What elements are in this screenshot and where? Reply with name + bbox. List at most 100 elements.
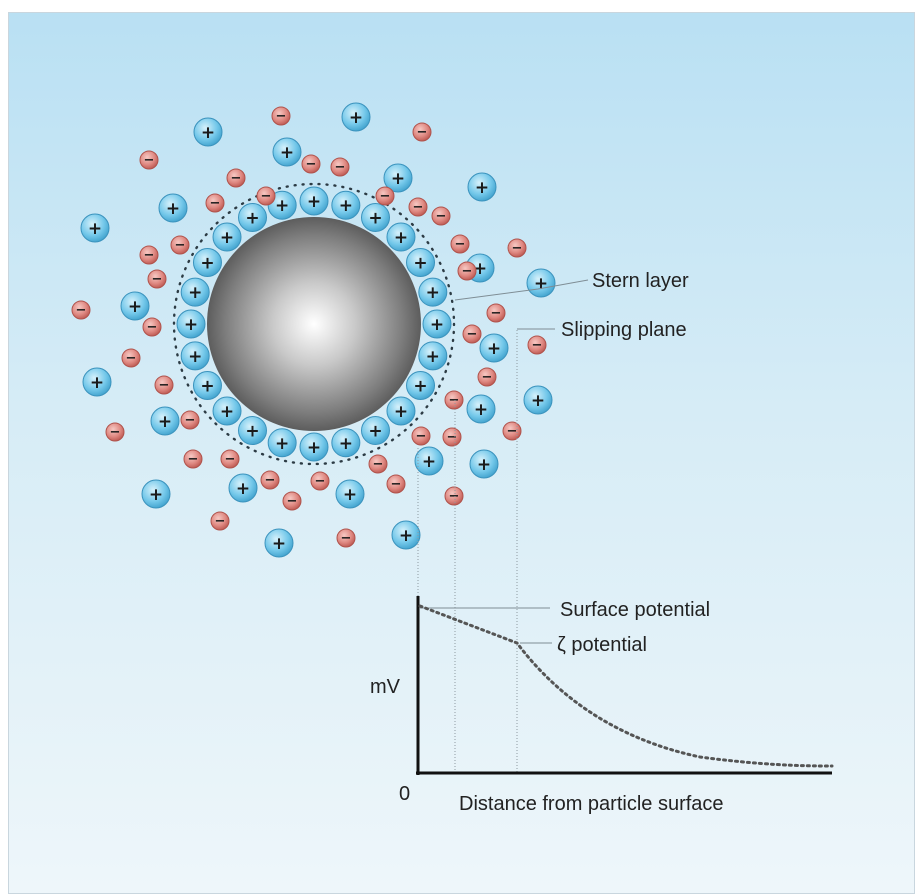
svg-text:+: + [245, 208, 259, 228]
svg-text:−: − [341, 531, 352, 546]
minus-ion-icon: − [271, 106, 291, 126]
svg-text:+: + [368, 208, 382, 228]
svg-text:+: + [349, 108, 363, 128]
plus-ion-icon: + [180, 341, 210, 371]
plus-ion-icon: + [176, 309, 206, 339]
plus-ion-icon: + [80, 213, 110, 243]
svg-text:+: + [201, 123, 215, 143]
minus-ion-icon: − [71, 300, 91, 320]
minus-ion-icon: − [444, 486, 464, 506]
svg-text:+: + [426, 347, 440, 367]
svg-text:+: + [220, 402, 234, 422]
minus-ion-icon: − [170, 235, 190, 255]
svg-text:+: + [200, 377, 214, 397]
svg-text:−: − [491, 306, 502, 321]
svg-text:−: − [215, 514, 226, 529]
svg-text:−: − [507, 424, 518, 439]
svg-text:+: + [339, 196, 353, 216]
slipping-plane-label: Slipping plane [561, 319, 687, 341]
minus-ion-icon: − [477, 367, 497, 387]
plus-ion-icon: + [526, 268, 556, 298]
svg-text:+: + [275, 196, 289, 216]
svg-text:−: − [436, 209, 447, 224]
svg-text:+: + [426, 283, 440, 303]
plus-ion-icon: + [386, 222, 416, 252]
minus-ion-icon: − [450, 234, 470, 254]
svg-text:+: + [430, 315, 444, 335]
minus-ion-icon: − [310, 471, 330, 491]
plus-ion-icon: + [361, 416, 390, 446]
svg-text:−: − [455, 237, 466, 252]
plus-ion-icon: + [141, 479, 171, 509]
stern-layer-label: Stern layer [592, 270, 689, 292]
minus-ion-icon: − [386, 474, 406, 494]
minus-ion-icon: − [375, 186, 395, 206]
svg-text:+: + [149, 485, 163, 505]
minus-ion-icon: − [442, 427, 462, 447]
svg-text:−: − [144, 248, 155, 263]
plus-ion-icon: + [331, 428, 361, 458]
svg-text:+: + [188, 283, 202, 303]
plus-ion-icon: + [120, 291, 150, 321]
minus-ion-icon: − [527, 335, 547, 355]
svg-text:+: + [394, 402, 408, 422]
plus-ion-icon: + [158, 193, 188, 223]
plus-ion-icon: + [238, 416, 267, 446]
svg-text:+: + [391, 169, 405, 189]
minus-ion-icon: − [411, 426, 431, 446]
svg-text:+: + [413, 377, 427, 397]
svg-text:+: + [275, 434, 289, 454]
plus-ion-icon: + [414, 446, 444, 476]
svg-text:+: + [399, 526, 413, 546]
svg-text:+: + [534, 274, 548, 294]
svg-text:−: − [482, 370, 493, 385]
potential-curve [418, 604, 834, 768]
minus-ion-icon: − [301, 154, 321, 174]
minus-ion-icon: − [282, 491, 302, 511]
svg-text:+: + [413, 254, 427, 274]
svg-text:+: + [128, 297, 142, 317]
plus-ion-icon: + [192, 248, 222, 277]
sphere-icon [207, 217, 421, 431]
minus-ion-icon: − [507, 238, 527, 258]
svg-text:+: + [88, 219, 102, 239]
minus-ion-icon: − [226, 168, 246, 188]
minus-ion-icon: − [256, 186, 276, 206]
svg-text:−: − [447, 430, 458, 445]
plus-ion-icon: + [331, 190, 361, 220]
plus-ion-icon: + [523, 385, 553, 415]
plus-ion-icon: + [466, 394, 496, 424]
minus-ion-icon: − [139, 245, 159, 265]
slipping-plane-boundary [172, 182, 456, 466]
minus-ion-icon: − [486, 303, 506, 323]
svg-text:−: − [335, 160, 346, 175]
svg-text:−: − [144, 153, 155, 168]
svg-text:−: − [315, 474, 326, 489]
svg-text:−: − [417, 125, 428, 140]
svg-text:−: − [391, 477, 402, 492]
plus-ion-icon: + [82, 367, 112, 397]
svg-text:+: + [422, 452, 436, 472]
plus-ion-icon: + [299, 432, 329, 462]
plus-ion-icon: + [406, 371, 436, 400]
minus-ion-icon: − [431, 206, 451, 226]
svg-text:+: + [245, 422, 259, 442]
minus-ion-icon: − [183, 449, 203, 469]
minus-ion-icon: − [154, 375, 174, 395]
diagram-frame [8, 12, 915, 894]
svg-text:−: − [462, 264, 473, 279]
minus-ion-icon: − [180, 410, 200, 430]
svg-text:+: + [236, 479, 250, 499]
svg-text:−: − [512, 241, 523, 256]
svg-text:−: − [152, 272, 163, 287]
plus-ion-icon: + [418, 341, 448, 371]
plus-ion-icon: + [264, 528, 294, 558]
plus-ion-icon: + [150, 406, 180, 436]
svg-text:−: − [225, 452, 236, 467]
svg-text:−: − [413, 200, 424, 215]
svg-text:−: − [276, 109, 287, 124]
minus-ion-icon: − [444, 390, 464, 410]
svg-text:+: + [477, 455, 491, 475]
minus-ion-icon: − [462, 324, 482, 344]
